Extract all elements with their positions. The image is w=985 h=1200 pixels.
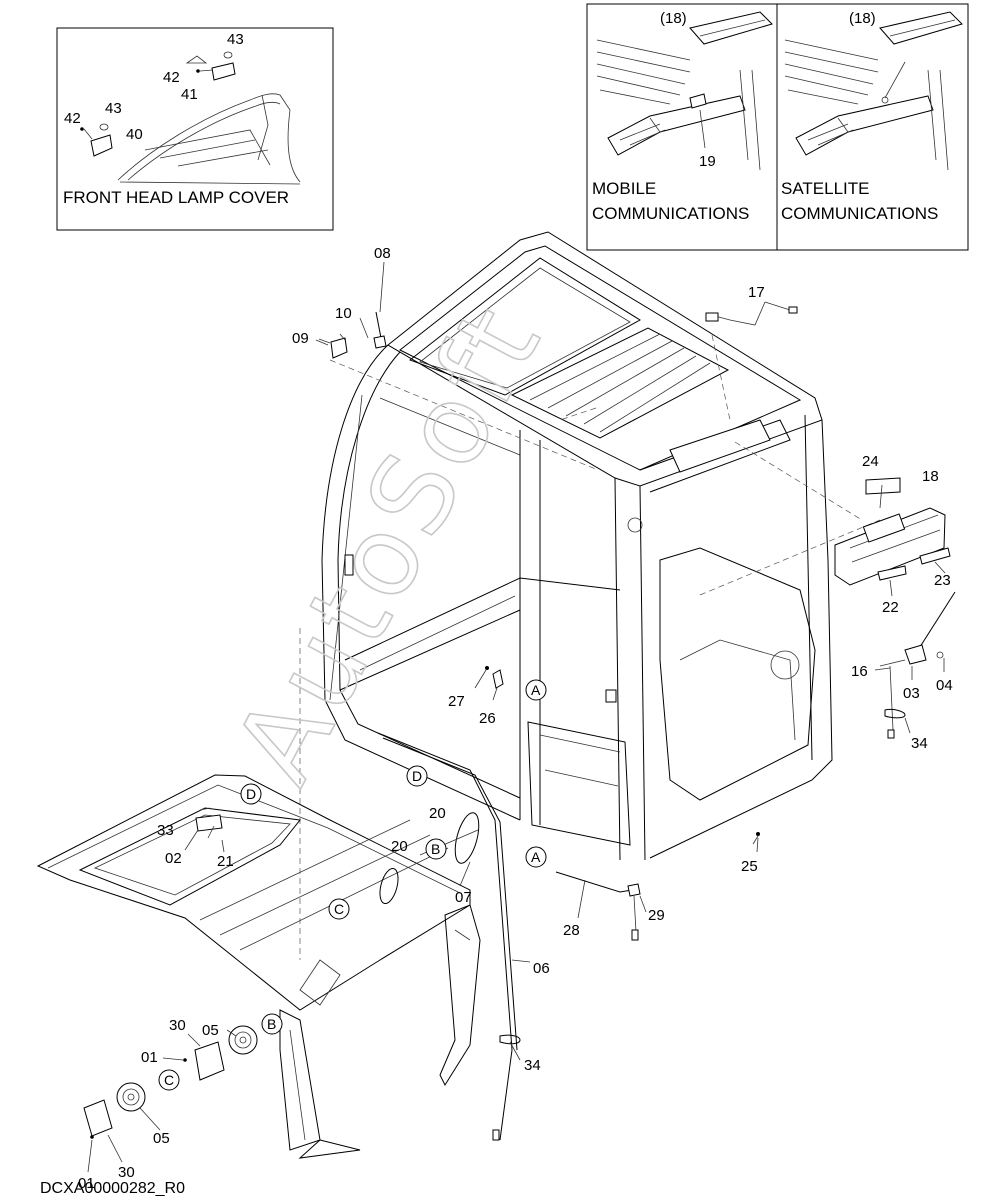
callout-08: 08 [374, 245, 391, 262]
part-25-bolt [756, 832, 760, 836]
callout-22: 22 [882, 599, 899, 616]
part-18-cover [834, 507, 946, 586]
svg-text:D: D [246, 786, 256, 802]
callout-40: 40 [126, 126, 143, 143]
callout-01-lower: 01 [78, 1175, 95, 1192]
callout-06: 06 [533, 960, 550, 977]
part-03-antenna [904, 644, 927, 665]
headliner [36, 732, 641, 1159]
callout-42-lower: 42 [64, 110, 81, 127]
callout-03: 03 [903, 685, 920, 702]
inset-communications: (18) 19 MOBILE COMMUNICATIONS (18) SATEL… [586, 3, 969, 251]
callout-43-upper: 43 [227, 31, 244, 48]
callout-30-lower: 30 [118, 1164, 135, 1181]
ref-b-lower: B [261, 1013, 283, 1035]
mobile-sketch [596, 11, 773, 171]
svg-text:A: A [531, 849, 541, 865]
inset-frame [56, 27, 334, 231]
callout-01-upper: 01 [141, 1049, 158, 1066]
callout-07: 07 [455, 889, 472, 906]
ref-d-headliner: D [240, 783, 262, 805]
part-20-seal-a [454, 812, 480, 864]
ref-b-upper: B [425, 838, 447, 860]
upper-parts [315, 261, 798, 359]
callout-42-upper: 42 [163, 69, 180, 86]
inset-front-head-lamp-cover: 43 42 41 43 42 40 FRONT HEAD LAMP COVER [56, 27, 334, 231]
callout-21: 21 [217, 853, 234, 870]
part-23 [919, 547, 951, 565]
callout-33: 33 [157, 822, 174, 839]
callout-24: 24 [862, 453, 879, 470]
svg-text:A: A [531, 682, 541, 698]
callout-20-lower: 20 [391, 838, 408, 855]
door-panel [527, 721, 631, 846]
callout-10: 10 [335, 305, 352, 322]
svg-text:B: B [267, 1016, 276, 1032]
callout-30-upper: 30 [169, 1017, 186, 1034]
callout-19: 19 [699, 153, 716, 170]
callout-34-lower: 34 [524, 1057, 541, 1074]
callout-17: 17 [748, 284, 765, 301]
mobile-title-line1: MOBILE [592, 179, 656, 198]
satellite-title-line1: SATELLITE [781, 179, 870, 198]
callout-09: 09 [292, 330, 309, 347]
lamp-cover-left-part [90, 134, 113, 157]
callout-04: 04 [936, 677, 953, 694]
callout-34-upper: 34 [911, 735, 928, 752]
ref-a-upper: A [525, 679, 547, 701]
ref-c-upper: C [328, 898, 350, 920]
lamp-cover-right-part [211, 62, 236, 81]
part-09-bracket [330, 337, 348, 359]
callout-18: 18 [922, 468, 939, 485]
part-05-speaker-upper [228, 1025, 258, 1055]
callouts: 08 10 09 17 24 18 23 22 16 03 04 34 27 2… [78, 245, 953, 1192]
callout-leaders [87, 338, 945, 1173]
callout-29: 29 [648, 907, 665, 924]
callout-20-upper: 20 [429, 805, 446, 822]
svg-text:D: D [412, 768, 422, 784]
watermark: AutoSoft [210, 283, 567, 803]
part-30-grille-upper [194, 1041, 225, 1081]
part-05-speaker-lower [116, 1082, 146, 1112]
part-22 [877, 565, 907, 581]
svg-text:C: C [164, 1072, 174, 1088]
callout-23: 23 [934, 572, 951, 589]
inset-title-front-head-lamp-cover: FRONT HEAD LAMP COVER [63, 188, 289, 207]
callout-26: 26 [479, 710, 496, 727]
callout-16: 16 [851, 663, 868, 680]
part-20-seal-b [379, 867, 399, 905]
callout-25: 25 [741, 858, 758, 875]
rear-upper-cover [834, 477, 956, 739]
satellite-sketch [784, 11, 963, 171]
callout-43-lower: 43 [105, 100, 122, 117]
callout-18-mobile: (18) [660, 10, 687, 27]
svg-text:B: B [431, 841, 440, 857]
callout-02: 02 [165, 850, 182, 867]
ref-c-lower: C [158, 1069, 180, 1091]
mobile-title-line2: COMMUNICATIONS [592, 204, 749, 223]
part-24 [865, 477, 901, 495]
svg-text:C: C [334, 901, 344, 917]
cab-frame [321, 231, 833, 861]
circle-refs: A D D B A C B C [158, 679, 547, 1091]
speakers [83, 1025, 258, 1139]
ref-a-lower: A [525, 846, 547, 868]
callout-28: 28 [563, 922, 580, 939]
callout-05-lower: 05 [153, 1130, 170, 1147]
part-30-grille-lower [83, 1099, 113, 1137]
callout-05-upper: 05 [202, 1022, 219, 1039]
callout-27: 27 [448, 693, 465, 710]
drawing-code: DCXA00000282_R0 [40, 1180, 185, 1197]
ref-d-cable: D [406, 765, 428, 787]
parts-26-27 [474, 666, 504, 701]
part-02-dome-lamp [195, 814, 223, 832]
callout-18-satellite: (18) [849, 10, 876, 27]
callout-41: 41 [181, 86, 198, 103]
satellite-title-line2: COMMUNICATIONS [781, 204, 938, 223]
leader-dashes [299, 334, 881, 960]
